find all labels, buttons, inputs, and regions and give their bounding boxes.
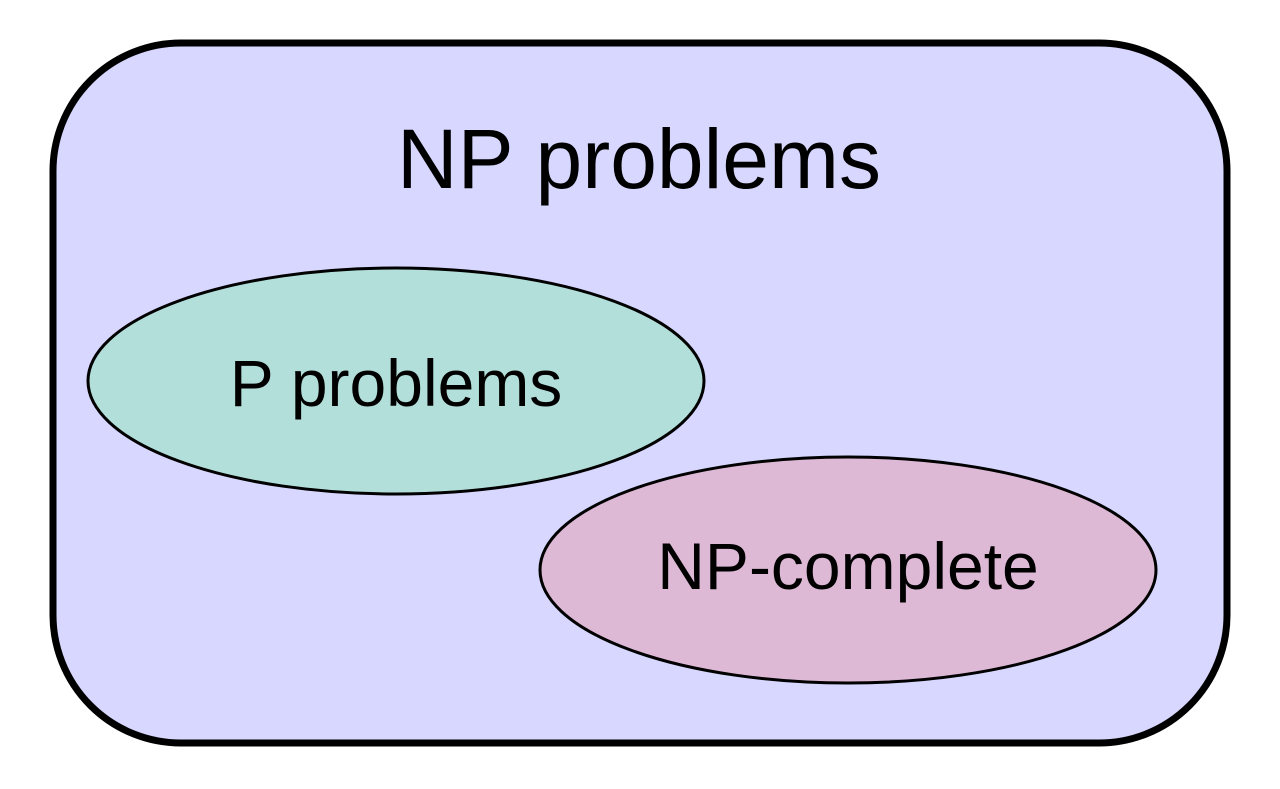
np-complete-ellipse xyxy=(538,455,1158,685)
np-problems-label: NP problems xyxy=(397,112,881,206)
p-problems-ellipse xyxy=(86,266,706,496)
p-problems-label: P problems xyxy=(230,346,563,420)
np-complete-label: NP-complete xyxy=(657,529,1038,603)
